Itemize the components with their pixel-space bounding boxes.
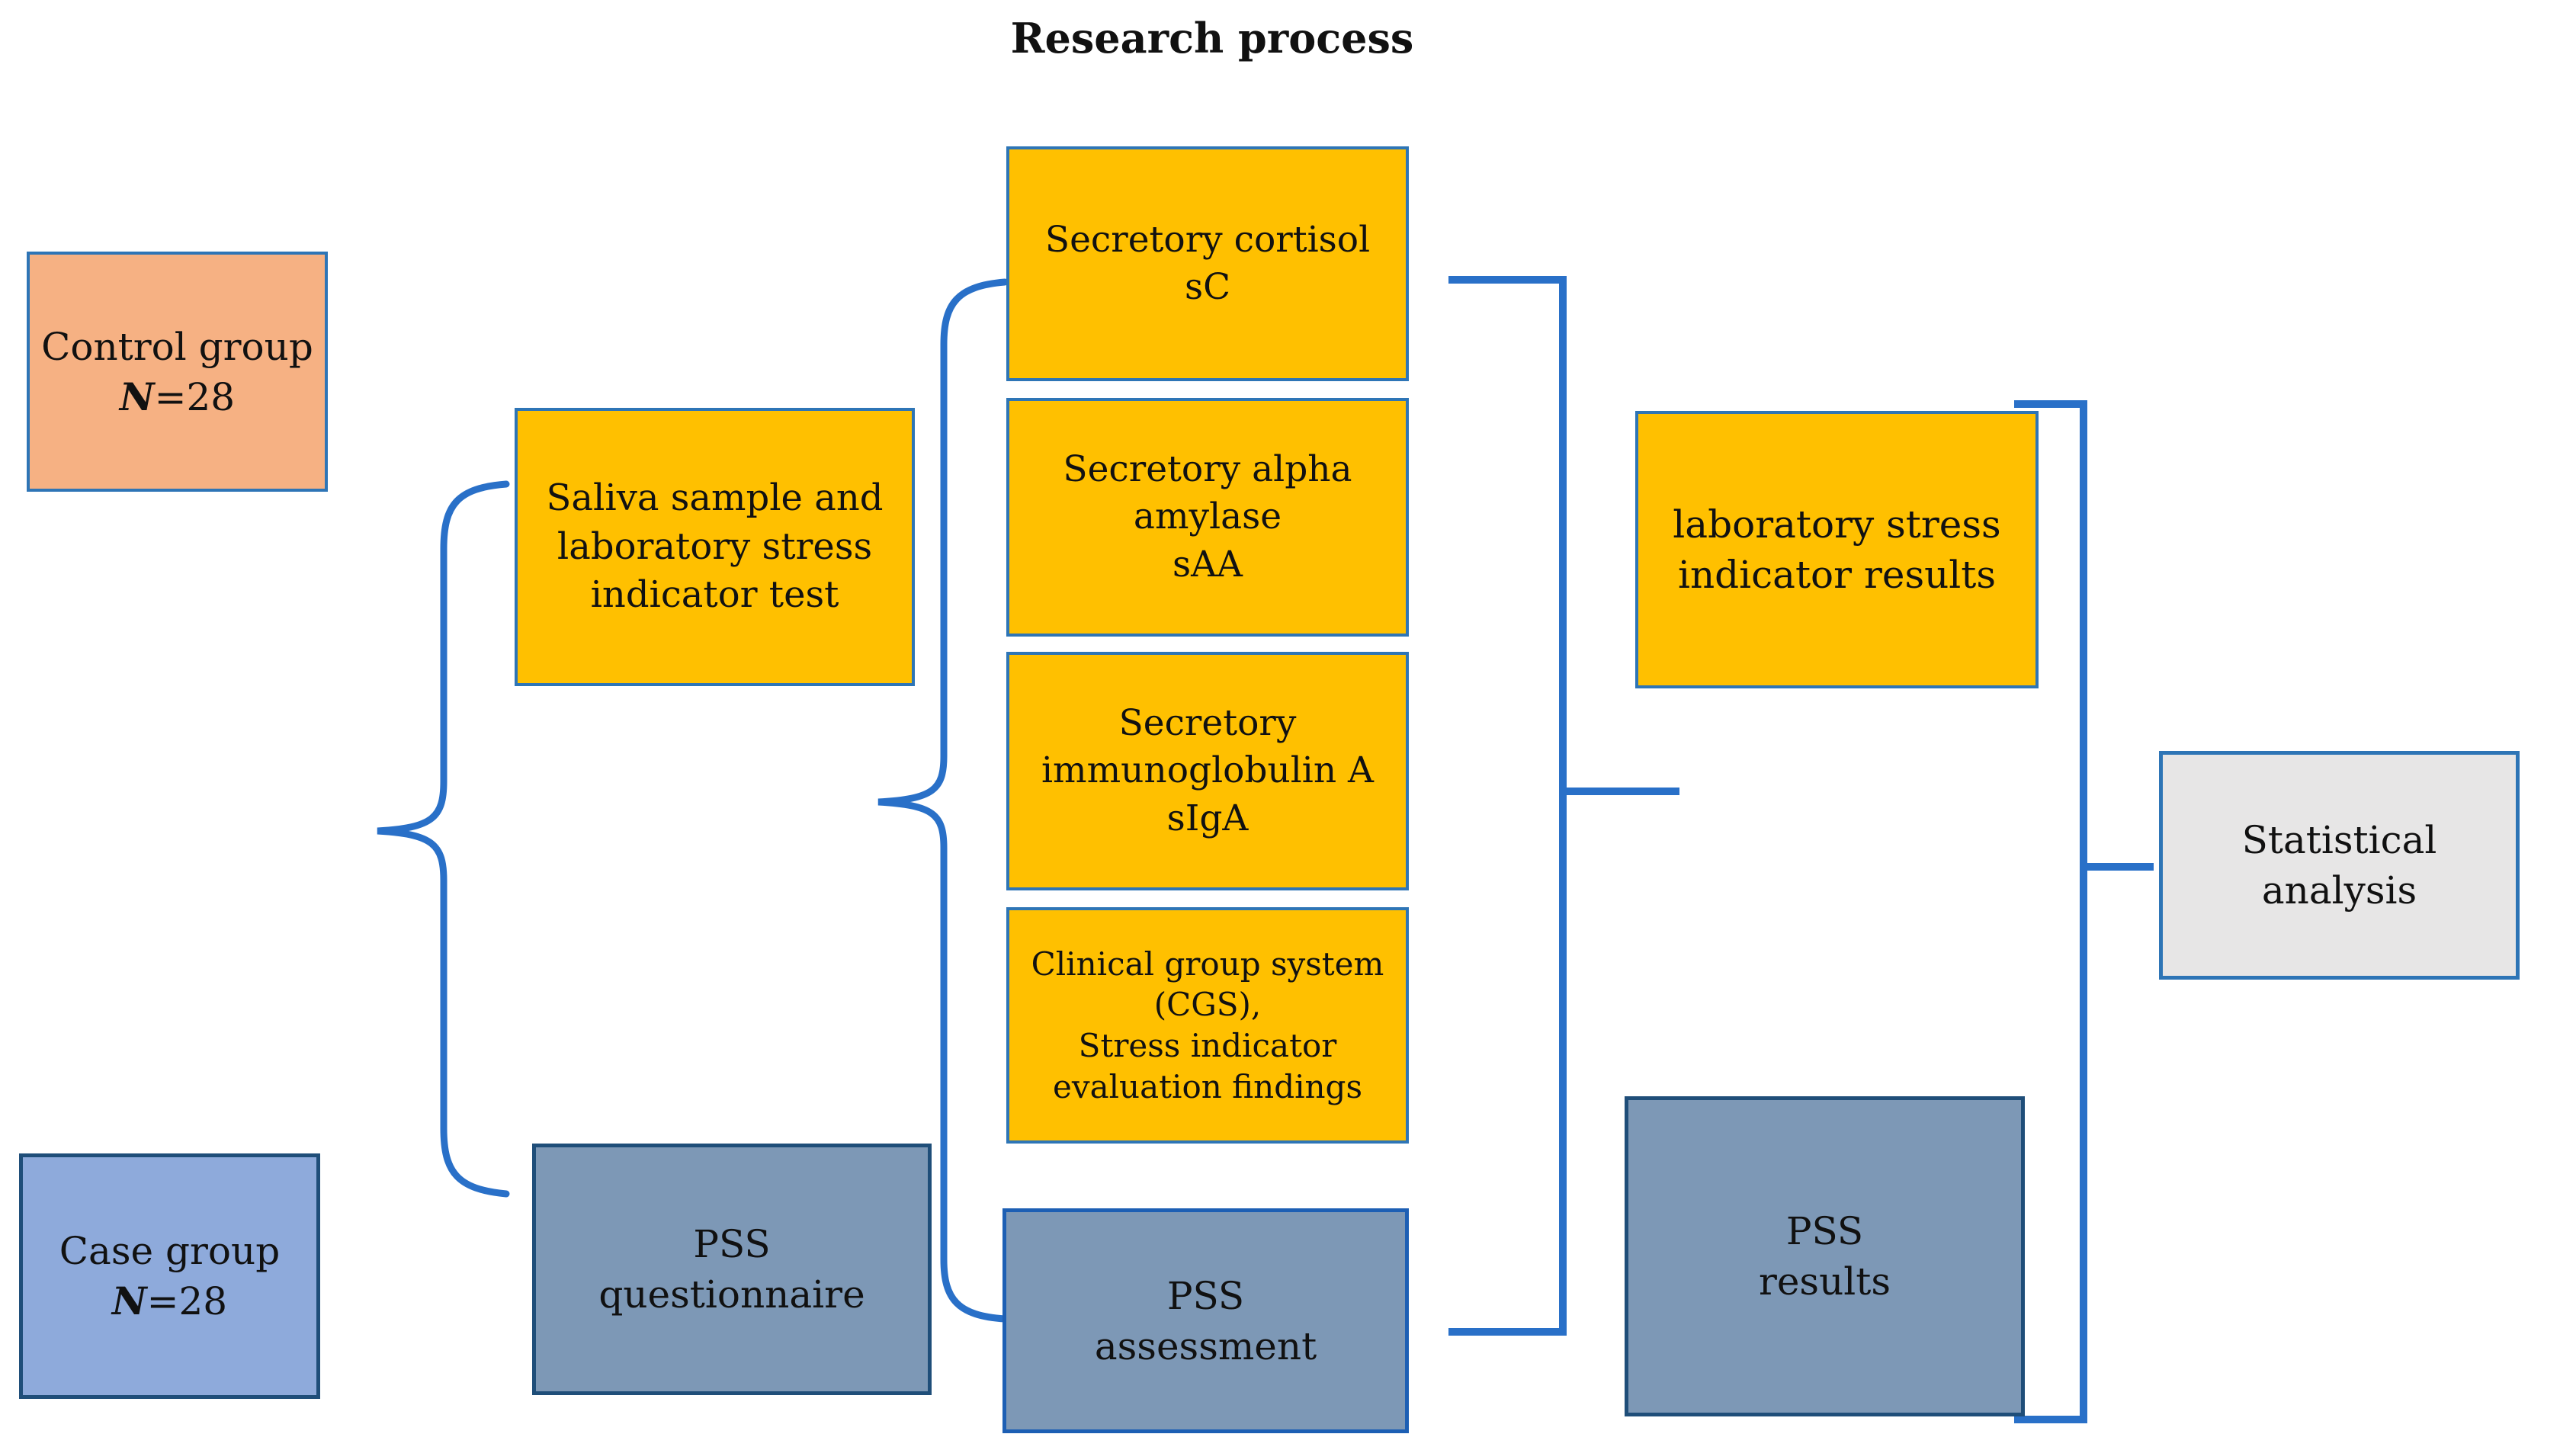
n-value: =28 <box>154 374 236 419</box>
indicator-group-bracket <box>1448 276 1567 1336</box>
pss-assessment-box: PSS assessment <box>1002 1208 1409 1433</box>
box-label-line: Secretory <box>1118 702 1297 745</box>
control-group-box: Control group N=28 <box>27 252 328 492</box>
box-label-line: results <box>1758 1259 1891 1304</box>
box-label-line: laboratory stress <box>557 525 873 568</box>
box-label-line: Statistical <box>2241 818 2437 862</box>
box-label-line: indicator test <box>590 573 839 617</box>
pss-results-box: PSS results <box>1625 1096 2025 1416</box>
statistical-analysis-box: Statistical analysis <box>2159 751 2520 980</box>
box-label-line: analysis <box>2261 868 2417 913</box>
box-label-line: PSS <box>693 1222 771 1266</box>
clinical-group-system-box: Clinical group system (CGS), Stress indi… <box>1006 907 1409 1144</box>
secretory-immunoglobulin-a-box: Secretory immunoglobulin A sIgA <box>1006 652 1409 890</box>
secretory-cortisol-box: Secretory cortisol sC <box>1006 146 1409 381</box>
box-label-line: (CGS), <box>1153 986 1262 1024</box>
box-label-line: amylase <box>1133 496 1282 538</box>
case-group-box: Case group N=28 <box>19 1153 320 1399</box>
box-label-line: Secretory alpha <box>1063 448 1352 491</box>
box-label-line: indicator results <box>1677 553 1997 597</box>
n-value: =28 <box>146 1279 228 1323</box>
box-label-line: Control group <box>41 324 313 369</box>
saliva-test-box: Saliva sample and laboratory stress indi… <box>515 408 915 686</box>
box-label-line: Case group <box>59 1229 281 1273</box>
box-label-line: sIgA <box>1166 797 1249 839</box>
box-label-line: sAA <box>1172 543 1243 585</box>
box-label-line: N=28 <box>120 372 235 422</box>
n-symbol: N <box>119 374 155 419</box>
box-label-line: Secretory cortisol <box>1044 218 1371 261</box>
box-label-line: sC <box>1184 266 1231 308</box>
box-label-line: laboratory stress <box>1673 502 2001 547</box>
box-label-line: PSS <box>1166 1273 1245 1318</box>
n-symbol: N <box>111 1278 147 1323</box>
box-label-line: PSS <box>1785 1209 1864 1253</box>
box-label-line: questionnaire <box>598 1272 865 1317</box>
box-label-line: Saliva sample and <box>546 476 884 520</box>
lab-stress-results-box: laboratory stress indicator results <box>1635 411 2039 688</box>
page-title: Research process <box>1010 14 1414 63</box>
box-label-line: Clinical group system <box>1031 945 1384 983</box>
left-curly-brace <box>377 480 510 1198</box>
box-label-line: immunoglobulin A <box>1041 749 1374 792</box>
box-label-line: Stress indicator <box>1078 1027 1337 1064</box>
box-label-line: evaluation findings <box>1052 1067 1362 1105</box>
pss-questionnaire-box: PSS questionnaire <box>532 1144 932 1395</box>
box-label-line: assessment <box>1094 1323 1317 1368</box>
results-group-bracket <box>2014 400 2087 1423</box>
middle-curly-brace <box>877 278 1009 1323</box>
secretory-alpha-amylase-box: Secretory alpha amylase sAA <box>1006 398 1409 637</box>
box-label-line: N=28 <box>112 1276 227 1326</box>
